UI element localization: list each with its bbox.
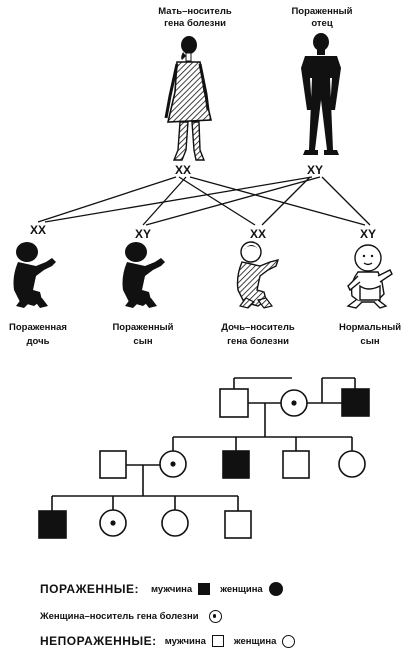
father-genotype: XY	[307, 163, 323, 177]
mother-genotype: XX	[175, 163, 191, 177]
cross-lines	[37, 176, 371, 226]
affected-daughter-figure	[13, 242, 56, 308]
legend-unaffected-male-label: мужчина	[164, 635, 206, 647]
child3-label-line1: Дочь–носитель	[221, 322, 295, 333]
child1-label-line2: дочь	[27, 336, 50, 347]
child4-label-line1: Нормальный	[339, 322, 401, 333]
mother-label-line2: гена болезни	[164, 18, 226, 29]
legend-carrier-label: Женщина–носитель гена болезни	[40, 611, 199, 622]
legend-unaffected-title: НЕПОРАЖЕННЫЕ:	[40, 634, 157, 648]
child3-genotype: XX	[250, 227, 266, 241]
child3-label-line2: гена болезни	[227, 336, 289, 347]
affected-male-symbol	[198, 583, 211, 595]
legend-affected-male-label: мужчина	[151, 583, 193, 595]
affected-son-figure	[122, 242, 165, 308]
carrier-daughter-figure	[236, 241, 280, 309]
legend-carrier-row: Женщина–носитель гена болезни	[40, 610, 228, 623]
child4-label-line2: сын	[360, 336, 379, 347]
inheritance-diagram: Мать–носитель гена болезни Пораженный от…	[9, 6, 401, 539]
carrier-female-symbol	[208, 610, 222, 623]
mother-label-line1: Мать–носитель	[158, 6, 232, 17]
mother-figure	[164, 36, 212, 161]
child1-genotype: XX	[30, 223, 46, 237]
legend-unaffected-female-label: женщина	[233, 635, 277, 647]
child2-label-line2: сын	[133, 336, 152, 347]
father-label-line2: отец	[311, 18, 333, 29]
legend-affected-title: ПОРАЖЕННЫЕ:	[40, 582, 140, 596]
affected-female-symbol	[268, 582, 283, 596]
legend-affected-row: ПОРАЖЕННЫЕ: мужчина женщина	[40, 582, 289, 596]
unaffected-female-symbol	[282, 634, 296, 648]
child2-genotype: XY	[135, 227, 151, 241]
father-label-line1: Пораженный	[291, 6, 352, 17]
normal-son-figure	[346, 244, 393, 309]
father-figure	[301, 33, 341, 155]
child1-label-line1: Пораженная	[9, 322, 67, 333]
legend-affected-female-label: женщина	[220, 583, 263, 595]
pedigree-chart	[38, 377, 370, 539]
unaffected-male-symbol	[211, 635, 224, 647]
legend-unaffected-row: НЕПОРАЖЕННЫЕ: мужчина женщина	[40, 634, 301, 648]
child4-genotype: XY	[360, 227, 376, 241]
child2-label-line1: Пораженный	[112, 322, 173, 333]
